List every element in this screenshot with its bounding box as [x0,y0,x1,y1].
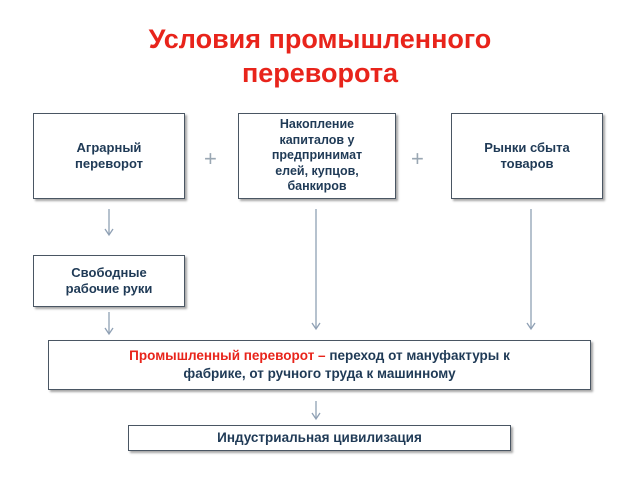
capital-line-4: елей, купцов, [275,163,359,178]
civilization-label: Индустриальная цивилизация [217,430,422,445]
arrowhead-capital-to-revolution [311,322,321,331]
arrowhead-markets-to-revolution [526,322,536,331]
agrarian-line-1: Аграрный [76,140,142,155]
capital-line-1: Накопление [279,117,355,132]
title-line-1: Условия промышленного [148,24,492,54]
free-labor-box: Свободные рабочие руки [33,255,185,307]
arrowhead-labor-to-revolution [104,327,114,336]
labor-line-1: Свободные [71,265,147,280]
arrowhead-revolution-to-civilization [311,412,321,421]
plus-sign-left: + [204,146,217,171]
arrowhead-agrarian-to-labor [104,228,114,237]
revolution-term: Промышленный переворот – [129,348,326,363]
capital-line-5: банкиров [287,179,347,194]
revolution-definition-2: фабрике, от ручного труда к машинному [183,366,456,381]
capital-accumulation-box: Накопление капиталов у предпринимат елей… [238,113,396,199]
markets-box: Рынки сбыта товаров [451,113,603,199]
capital-line-3: предпринимат [271,148,363,163]
capital-line-2: капиталов у [279,132,355,147]
labor-line-2: рабочие руки [65,281,153,296]
slide-title: Условия промышленного переворота [0,22,640,90]
title-line-2: переворота [241,58,399,88]
industrial-revolution-box: Промышленный переворот – переход от ману… [48,340,591,390]
industrial-civilization-box: Индустриальная цивилизация [128,425,511,451]
plus-sign-right: + [411,146,424,171]
agrarian-line-2: переворот [75,156,143,171]
markets-line-2: товаров [500,156,554,171]
agrarian-revolution-box: Аграрный переворот [33,113,185,199]
markets-line-1: Рынки сбыта [484,140,570,155]
revolution-definition-1: переход от мануфактуры к [325,348,510,363]
